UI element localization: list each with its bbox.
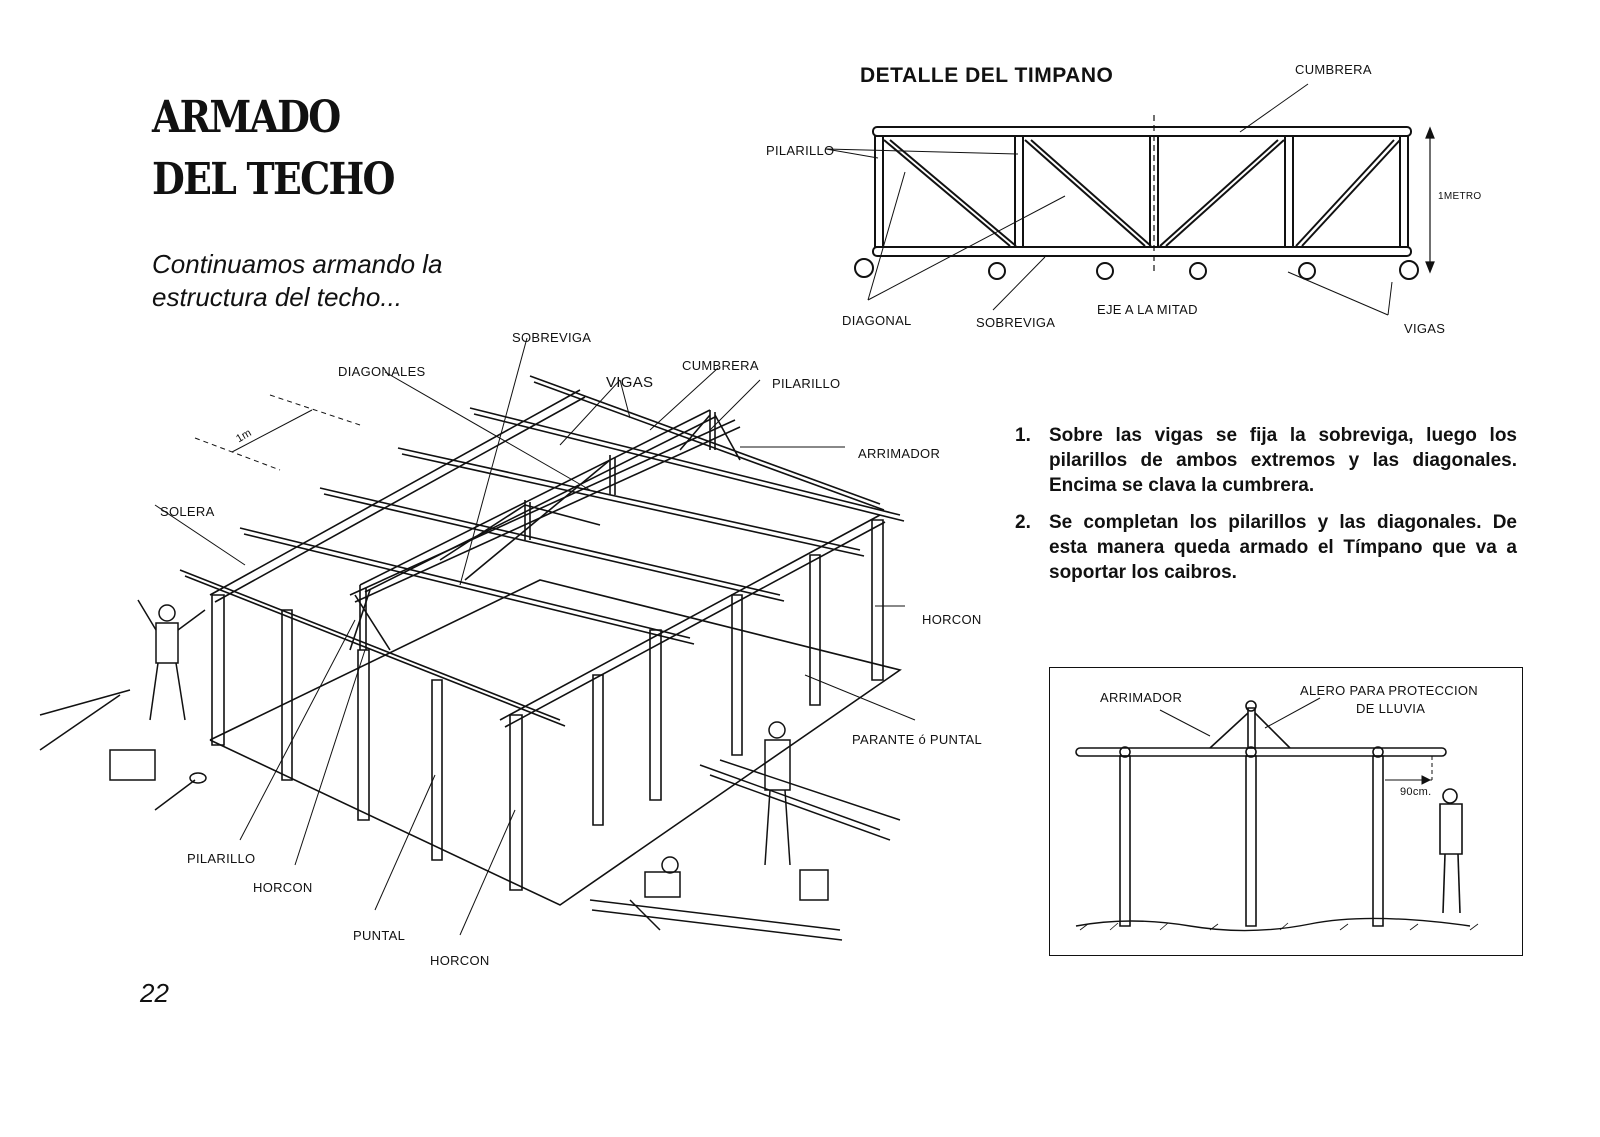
detail-label-metro: 1METRO — [1438, 191, 1482, 202]
pilarillo-post — [875, 136, 883, 247]
detail-label-vigas: VIGAS — [1404, 321, 1446, 336]
side-view-panel: ARRIMADOR ALERO PARA PROTECCION DE LLUVI… — [1049, 667, 1523, 956]
cumbrera-iso — [360, 410, 710, 585]
instruction-item: 2. Se completan los pilarillos y las dia… — [1015, 510, 1517, 585]
label-parante: PARANTE ó PUNTAL — [852, 732, 983, 747]
label-horcon-bottom: HORCON — [253, 880, 313, 895]
detail-label-eje: EJE A LA MITAD — [1097, 302, 1198, 317]
subtitle-line1: Continuamos armando la — [152, 249, 443, 279]
label-sobreviga: SOBREVIGA — [512, 330, 592, 345]
side-view-diagram — [1050, 668, 1524, 957]
side-label-alero-line1: ALERO PARA PROTECCION — [1300, 683, 1478, 698]
instruction-item: 1. Sobre las vigas se fija la sobreviga,… — [1015, 423, 1517, 498]
label-pilarillo-top: PILARILLO — [772, 376, 841, 391]
pilarillo-post — [1285, 136, 1293, 247]
instruction-number: 2. — [1015, 512, 1031, 533]
side-label-measure: 90cm. — [1400, 786, 1432, 798]
subtitle-line2: estructura del techo... — [152, 282, 403, 312]
viga-end — [989, 263, 1005, 279]
label-puntal: PUNTAL — [353, 928, 406, 943]
page-number: 22 — [140, 978, 169, 1008]
page-title-line1: ARMADO — [152, 92, 341, 143]
label-pilarillo-bottom: PILARILLO — [187, 851, 256, 866]
detail-label-cumbrera: CUMBRERA — [1295, 62, 1372, 77]
detail-label-pilarillo: PILARILLO — [766, 143, 835, 158]
label-arrimador: ARRIMADOR — [858, 446, 941, 461]
instruction-text: Sobre las vigas se fija la sobreviga, lu… — [1049, 425, 1517, 496]
instruction-text: Se completan los pilarillos y las diagon… — [1049, 512, 1517, 583]
sobreviga-beam — [873, 247, 1411, 256]
detail-label-sobreviga: SOBREVIGA — [976, 315, 1056, 330]
viga-end — [855, 259, 873, 277]
label-solera: SOLERA — [160, 504, 215, 519]
horcon-posts — [212, 520, 883, 890]
label-horcon-low: HORCON — [430, 953, 490, 968]
worker-right — [700, 722, 900, 865]
instructions-list: 1. Sobre las vigas se fija la sobreviga,… — [1015, 423, 1517, 597]
pilarillo-post — [1400, 136, 1408, 247]
sobreviga-iso — [350, 420, 735, 595]
detail-label-diagonal: DIAGONAL — [842, 313, 912, 328]
viga-end — [1299, 263, 1315, 279]
side-label-arrimador: ARRIMADOR — [1100, 690, 1183, 705]
pilarillo-post — [1015, 136, 1023, 247]
label-horcon-right: HORCON — [922, 612, 982, 627]
timpano-detail-diagram — [760, 60, 1435, 350]
detail-title: DETALLE DEL TIMPANO — [860, 64, 1114, 87]
instruction-number: 1. — [1015, 425, 1031, 446]
worker-left — [40, 600, 206, 810]
label-vigas: VIGAS — [606, 374, 654, 391]
solera-beams — [210, 390, 885, 727]
ground-outline — [210, 580, 900, 905]
roof-frame-illustration — [20, 320, 1000, 960]
viga-end — [1190, 263, 1206, 279]
label-cumbrera: CUMBRERA — [682, 358, 759, 373]
viga-end — [1400, 261, 1418, 279]
worker-bottom — [590, 857, 842, 940]
label-diagonales: DIAGONALES — [338, 364, 426, 379]
side-label-alero-line2: DE LLUVIA — [1356, 701, 1426, 716]
cumbrera-beam — [873, 127, 1411, 136]
page-title-line2: DEL TECHO — [152, 154, 396, 205]
viga-end — [1097, 263, 1113, 279]
